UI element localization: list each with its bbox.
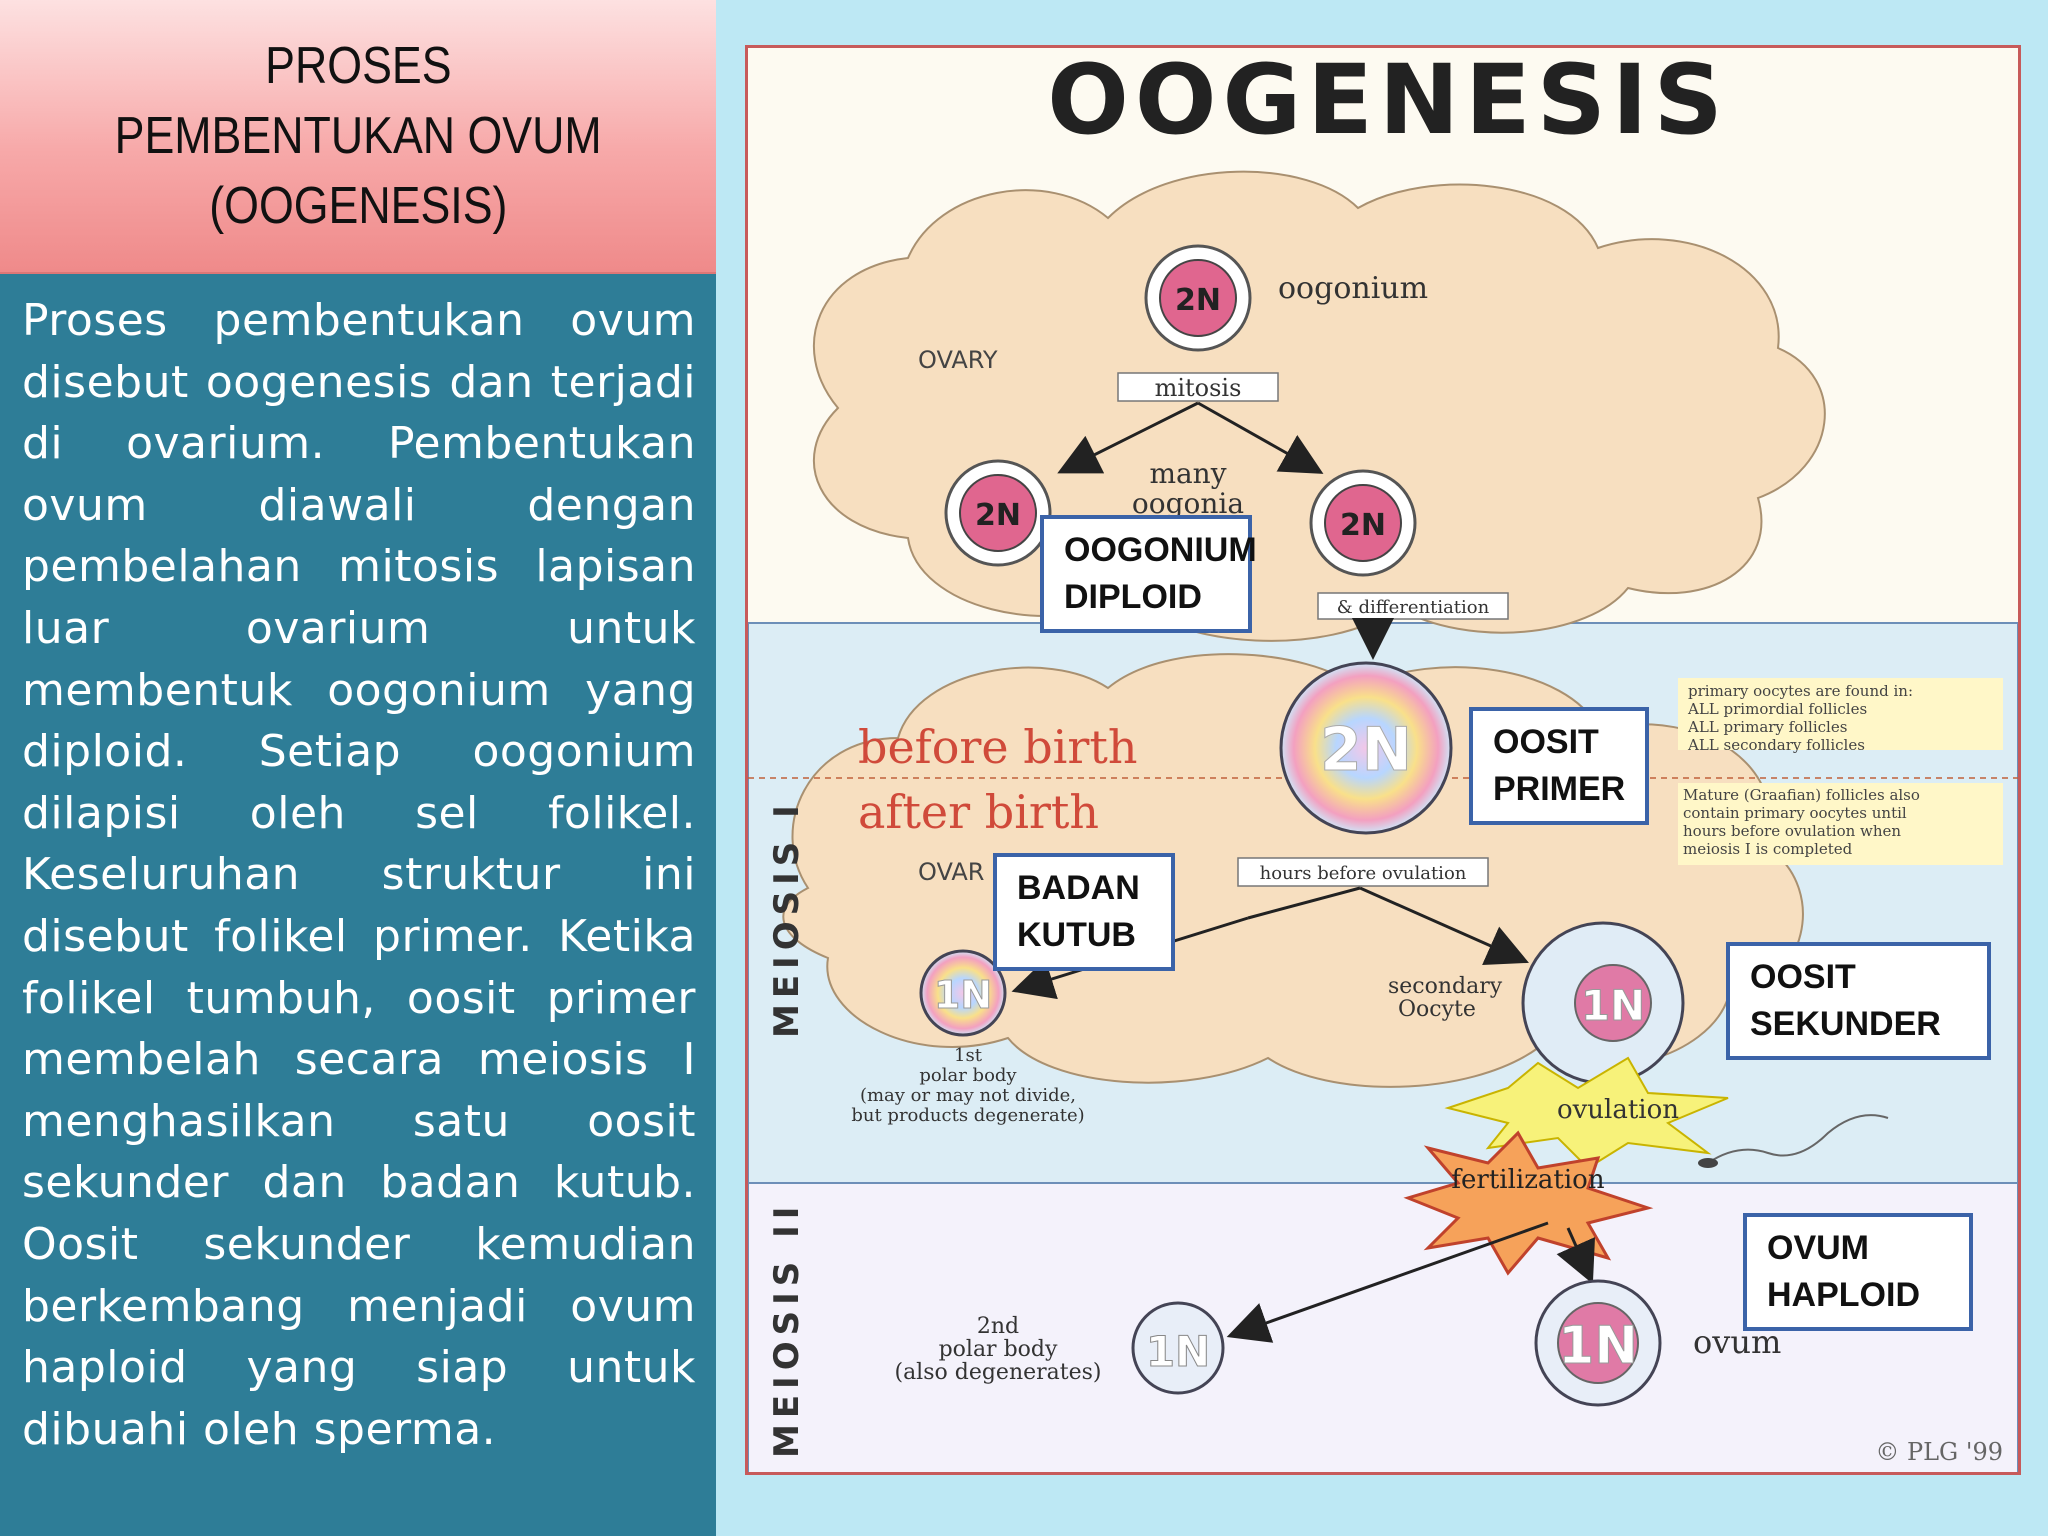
- oogonia-left-label: 2N: [975, 498, 1021, 533]
- oogenesis-figure: OOGENESIS 2N oogonium OVARY mitosis many…: [745, 45, 2021, 1475]
- polar1-text-2: polar body: [919, 1065, 1017, 1086]
- title-line-2: PEMBENTUKAN OVUM: [114, 107, 602, 165]
- label-ovum-haploid: OVUM HAPLOID: [1743, 1213, 1973, 1331]
- primary-oocyte-cell: [1279, 661, 1453, 835]
- label-badan-kutub-line-1: BADAN: [1017, 869, 1140, 907]
- secondary-text-2: Oocyte: [1398, 997, 1476, 1022]
- growth-box: [1317, 592, 1509, 620]
- arrow-to-secondary: [1359, 886, 1529, 966]
- label-badan-kutub: BADAN KUTUB: [993, 853, 1175, 971]
- primary-oocyte-label: 2N: [1320, 715, 1412, 785]
- label-ovum-haploid-line-2: HAPLOID: [1767, 1276, 1920, 1314]
- label-oosit-primer: OOSIT PRIMER: [1469, 707, 1649, 825]
- oogonia-right-label: 2N: [1340, 508, 1386, 543]
- growth-text: & differentiation: [1337, 597, 1490, 618]
- oogonium-text: oogonium: [1278, 271, 1428, 306]
- mature-note-4: meiosis I is completed: [1683, 840, 1853, 858]
- polar2-text-1: 2nd: [977, 1314, 1019, 1339]
- ovulation-text: ovulation: [1557, 1095, 1679, 1125]
- arrow-to-polar2: [1226, 1221, 1549, 1343]
- primary-note-3: ALL primary follicles: [1687, 718, 1847, 736]
- label-oosit-primer-line-1: OOSIT: [1493, 723, 1599, 761]
- slide-title: PROSES PEMBENTUKAN OVUM (OOGENESIS): [0, 0, 716, 274]
- primary-note-box: [1678, 678, 2003, 750]
- label-oosit-primer-line-2: PRIMER: [1493, 770, 1626, 808]
- polar-body-1-cell: [919, 949, 1007, 1037]
- left-panel: PROSES PEMBENTUKAN OVUM (OOGENESIS) Pros…: [0, 0, 716, 1536]
- oogonium-cell-nucleus: [1159, 259, 1237, 337]
- polar-body-1-label: 1N: [934, 973, 992, 1017]
- figure-title: OOGENESIS: [1047, 48, 1729, 156]
- title-line-1: PROSES: [264, 37, 452, 95]
- polar-body-2-cell: [1131, 1301, 1225, 1395]
- polar2-text-2: polar body: [939, 1337, 1058, 1362]
- meiosis-2-label: MEIOSIS II: [767, 1201, 807, 1458]
- sperm-head: [1698, 1158, 1718, 1168]
- label-oogonium-line-1: OOGONIUM: [1064, 531, 1257, 569]
- ovary-label-2: OVAR: [918, 858, 984, 886]
- label-oogonium-line-2: DIPLOID: [1064, 578, 1202, 616]
- label-badan-kutub-line-2: KUTUB: [1017, 916, 1136, 954]
- mature-note-2: contain primary oocytes until: [1683, 804, 1907, 822]
- mitosis-text: mitosis: [1155, 374, 1242, 402]
- sperm-tail: [1707, 1114, 1889, 1164]
- secondary-oocyte-label: 1N: [1581, 981, 1645, 1030]
- oogonia-text: oogonia: [1132, 487, 1244, 520]
- secondary-text-1: secondary: [1388, 974, 1503, 999]
- polar-body-2-label: 1N: [1146, 1327, 1210, 1376]
- before-birth-text: before birth: [858, 720, 1137, 774]
- arrow-to-ovum: [1556, 1227, 1596, 1284]
- label-oosit-sekunder-line-2: SEKUNDER: [1750, 1005, 1941, 1043]
- arrow-split: [1247, 886, 1361, 920]
- label-oogonium-diploid: OOGONIUM DIPLOID: [1040, 515, 1257, 633]
- hours-text: hours before ovulation: [1260, 863, 1467, 884]
- fertilization-text: fertilization: [1451, 1165, 1604, 1195]
- primary-note-2: ALL primordial follicles: [1687, 700, 1867, 718]
- mature-note-box: [1678, 783, 2003, 865]
- body-paragraph: Proses pembentukan ovum disebut oogenesi…: [22, 295, 696, 1455]
- many-text: many: [1149, 457, 1226, 490]
- oogonium-cell-label: 2N: [1175, 283, 1221, 318]
- mitosis-box: [1117, 372, 1279, 402]
- polar1-text-1: 1st: [954, 1045, 983, 1066]
- arrow-mitosis-right: [1197, 401, 1324, 474]
- mature-note-3: hours before ovulation when: [1683, 822, 1901, 840]
- primary-note-1: primary oocytes are found in:: [1688, 682, 1913, 700]
- label-oosit-sekunder: OOSIT SEKUNDER: [1726, 942, 1991, 1060]
- copyright-text: © PLG '99: [1875, 1438, 2003, 1466]
- arrow-mitosis-left: [1057, 401, 1199, 474]
- ovum-label: 1N: [1558, 1316, 1638, 1376]
- after-birth-text: after birth: [858, 785, 1099, 839]
- ovary-cloud-upper: [812, 170, 1826, 642]
- primary-note-4: ALL secondary follicles: [1687, 736, 1865, 754]
- label-ovum-haploid-line-1: OVUM: [1767, 1229, 1869, 1267]
- polar2-text-3: (also degenerates): [894, 1360, 1101, 1385]
- polar1-text-3: (may or may not divide,: [860, 1085, 1076, 1106]
- hours-box: [1237, 857, 1489, 887]
- label-oosit-sekunder-line-1: OOSIT: [1750, 958, 1856, 996]
- meiosis-1-label: MEIOSIS I: [767, 799, 807, 1038]
- polar1-text-4: but products degenerate): [851, 1105, 1084, 1126]
- title-line-3: (OOGENESIS): [208, 177, 508, 235]
- mature-note-1: Mature (Graafian) follicles also: [1683, 786, 1920, 804]
- ovary-label: OVARY: [918, 346, 998, 374]
